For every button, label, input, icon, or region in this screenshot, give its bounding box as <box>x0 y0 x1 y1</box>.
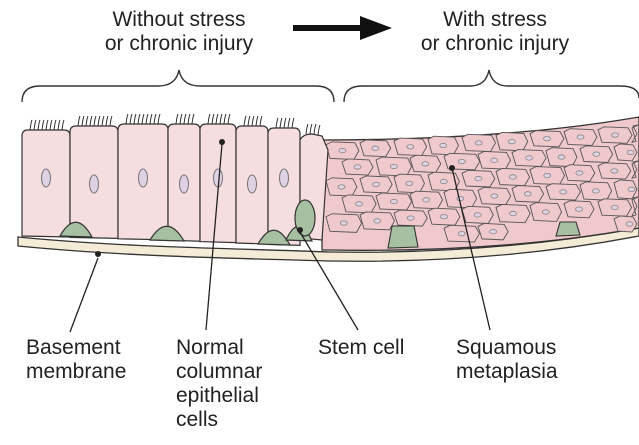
header-without-stress: Without stress or chronic injury <box>84 8 274 56</box>
cell-nucleus <box>491 194 498 198</box>
cell-nucleus <box>440 143 447 147</box>
cell-nucleus <box>474 213 481 217</box>
cell-nucleus <box>374 219 381 223</box>
cell-nucleus <box>593 152 600 156</box>
cell-nucleus <box>407 145 414 149</box>
transition-arrow <box>293 16 392 40</box>
microvilli <box>126 114 160 124</box>
cell-nucleus <box>475 141 482 145</box>
cell-nucleus <box>457 196 464 200</box>
cell-nucleus <box>560 190 567 194</box>
cell-nucleus <box>280 169 289 187</box>
cell-nucleus <box>510 211 517 215</box>
cell-nucleus <box>390 199 397 203</box>
cell-nucleus <box>544 173 551 177</box>
cell-nucleus <box>407 216 414 220</box>
cell-nucleus <box>526 156 533 160</box>
cell-nucleus <box>458 159 465 163</box>
cell-nucleus <box>475 176 482 180</box>
cell-nucleus <box>390 164 397 168</box>
cell-nucleus <box>491 158 498 162</box>
cell-nucleus <box>611 205 618 209</box>
cell-nucleus <box>423 198 430 202</box>
brace-left <box>22 70 334 102</box>
cell-nucleus <box>340 221 347 225</box>
pointer-dot-stem <box>297 227 303 233</box>
cell-nucleus <box>356 202 363 206</box>
microvilli <box>306 124 320 135</box>
squamous-cell <box>614 216 637 232</box>
pointer-dot-squamous <box>449 165 455 171</box>
cell-nucleus <box>577 135 584 139</box>
cell-nucleus <box>612 133 619 137</box>
columnar-cells <box>22 114 328 245</box>
cell-nucleus <box>440 215 447 219</box>
label-stem-cell: Stem cell <box>318 336 404 360</box>
pointer-dot-basement <box>95 251 101 257</box>
cell-nucleus <box>524 192 531 196</box>
stem-cell <box>556 222 580 236</box>
cell-nucleus <box>508 139 515 143</box>
cell-nucleus <box>422 162 429 166</box>
microvilli <box>208 114 230 124</box>
label-basement-membrane: Basement membrane <box>26 336 126 384</box>
cell-nucleus <box>576 171 583 175</box>
cell-nucleus <box>627 150 634 154</box>
microvilli <box>276 118 294 128</box>
brace-right <box>344 70 639 102</box>
cell-nucleus <box>509 175 516 179</box>
cell-nucleus <box>248 175 257 193</box>
cell-nucleus <box>490 229 497 233</box>
cell-nucleus <box>440 179 447 183</box>
cell-nucleus <box>458 231 465 235</box>
cell-nucleus <box>42 169 51 187</box>
cell-nucleus <box>592 189 599 193</box>
header-with-stress: With stress or chronic injury <box>400 8 590 56</box>
microvilli <box>176 114 194 124</box>
cell-nucleus <box>611 169 618 173</box>
cell-nucleus <box>338 185 345 189</box>
cell-nucleus <box>406 181 413 185</box>
cell-nucleus <box>576 207 583 211</box>
microvilli <box>244 116 262 126</box>
pointer-dot-normal <box>219 139 225 145</box>
microvilli <box>30 120 64 130</box>
label-normal-columnar: Normal columnar epithelial cells <box>176 336 262 432</box>
label-squamous-metaplasia: Squamous metaplasia <box>456 336 558 384</box>
stem-cell <box>388 226 418 248</box>
microvilli <box>78 116 112 126</box>
cell-nucleus <box>139 169 148 187</box>
cell-nucleus <box>90 175 99 193</box>
cell-nucleus <box>180 175 189 193</box>
cell-nucleus <box>626 222 633 226</box>
cell-nucleus <box>354 165 361 169</box>
cell-nucleus <box>542 210 549 214</box>
cell-nucleus <box>339 148 346 152</box>
cell-nucleus <box>373 182 380 186</box>
cell-nucleus <box>372 146 379 150</box>
cell-nucleus <box>628 187 635 191</box>
cell-nucleus <box>543 136 550 140</box>
cell-nucleus <box>558 155 565 159</box>
